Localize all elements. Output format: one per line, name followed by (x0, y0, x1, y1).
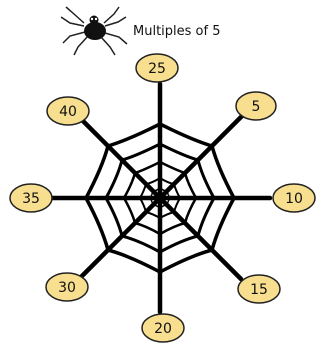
bubble-top-left: 40 (47, 97, 89, 125)
bubble-label-left: 35 (22, 191, 40, 207)
bubble-label-right: 10 (285, 191, 303, 207)
bubble-top-right: 5 (236, 92, 276, 120)
bubble-label-bottom-left: 30 (58, 280, 76, 296)
bubble-label-bottom: 20 (154, 321, 172, 337)
bubble-label-top-right: 5 (252, 99, 261, 115)
bubble-label-top: 25 (148, 61, 166, 77)
bubble-bottom-left: 30 (46, 273, 88, 301)
page-title: Multiples of 5 (133, 24, 220, 39)
bubble-left: 35 (10, 184, 52, 212)
spider-icon (61, 7, 127, 55)
bubble-top: 25 (136, 54, 178, 82)
bubble-right: 10 (273, 184, 315, 212)
bubble-bottom-right: 15 (238, 275, 280, 303)
bubble-bottom: 20 (142, 314, 184, 342)
bubble-label-top-left: 40 (59, 104, 77, 120)
bubble-label-bottom-right: 15 (250, 282, 268, 298)
